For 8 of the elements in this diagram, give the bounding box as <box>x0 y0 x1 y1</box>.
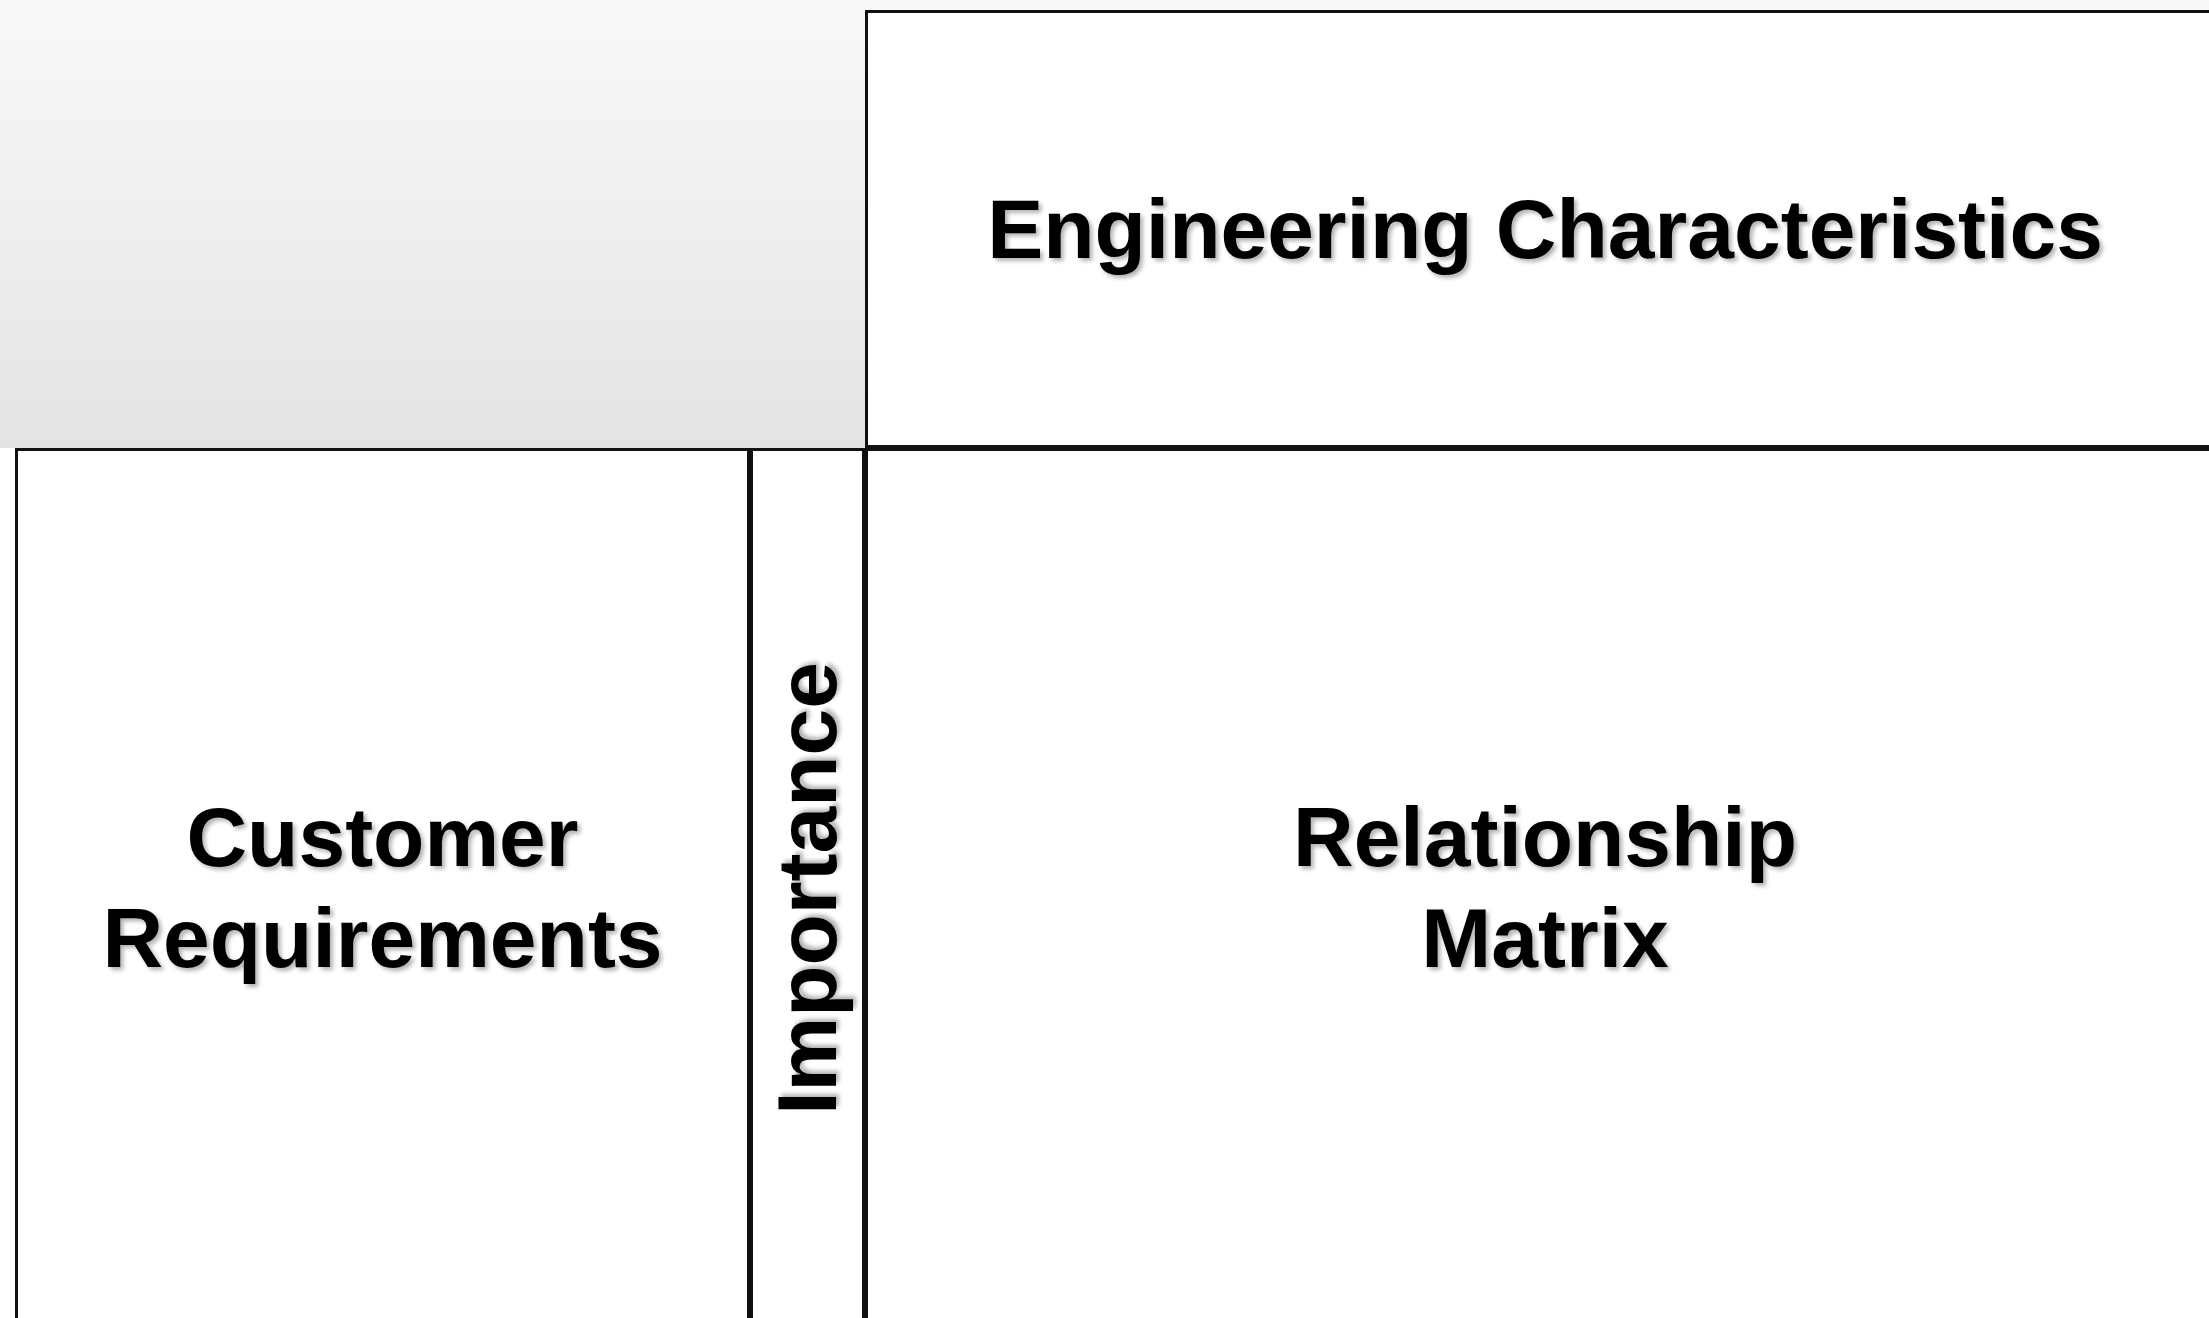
matrix-box <box>865 448 2209 1318</box>
column-box <box>750 448 865 1318</box>
vertical-label: Importance <box>759 661 856 1115</box>
row-header-box <box>15 448 750 1318</box>
header-box <box>865 10 2209 448</box>
section-title: Engineering Characteristics <box>987 180 2103 278</box>
section-title: Customer Requirements <box>101 789 664 987</box>
section-title: Relationship Matrix <box>1291 789 1798 987</box>
